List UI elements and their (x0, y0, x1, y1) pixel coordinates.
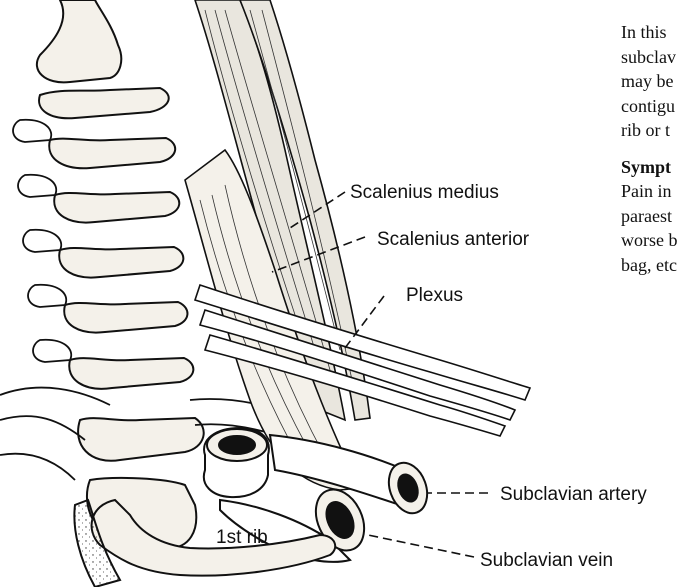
text-line: Pain in (621, 179, 700, 204)
subclavian-vein-leader (368, 535, 474, 557)
text-line: may be (621, 69, 700, 94)
label-scalenius-anterior: Scalenius anterior (377, 229, 530, 250)
first-rib (74, 500, 335, 587)
text-line: worse b (621, 228, 700, 253)
label-plexus: Plexus (406, 285, 463, 306)
text-line: bag, etc (621, 253, 700, 278)
text-column: In this subclav may be contigu rib or t … (621, 20, 700, 277)
text-line: paraest (621, 204, 700, 229)
cervical-spine (37, 0, 204, 548)
label-scalenius-medius: Scalenius medius (350, 182, 499, 203)
label-first-rib: 1st rib (216, 527, 268, 548)
text-line: subclav (621, 45, 700, 70)
text-line: rib or t (621, 118, 700, 143)
text-line: In this (621, 20, 700, 45)
section-heading: Sympt (621, 155, 700, 180)
text-line: contigu (621, 94, 700, 119)
label-subclavian-artery: Subclavian artery (500, 484, 647, 505)
label-subclavian-vein: Subclavian vein (480, 550, 613, 571)
